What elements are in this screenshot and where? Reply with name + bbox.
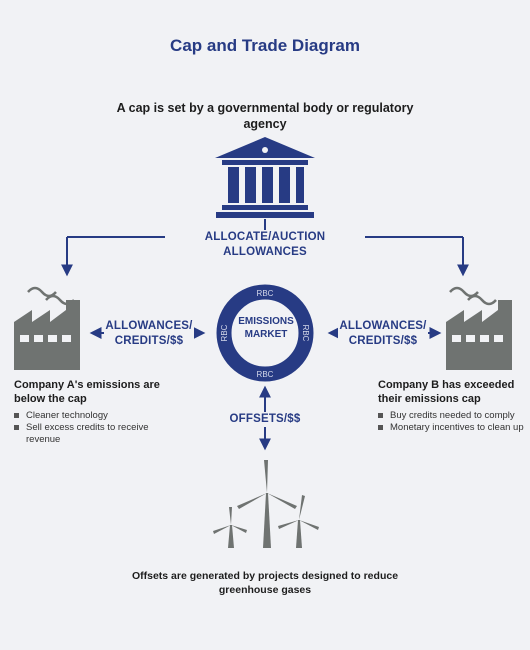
ring-label-top: RBC <box>257 289 274 298</box>
factory-icon <box>14 286 80 370</box>
company-b-panel: Company B has exceeded their emissions c… <box>378 378 528 434</box>
right-exchange-label: ALLOWANCES/ CREDITS/$$ <box>338 319 428 349</box>
list-item: Cleaner technology <box>14 410 164 422</box>
company-b-title: Company B has exceeded their emissions c… <box>378 379 515 405</box>
offsets-label: OFFSETS/$$ <box>215 412 315 427</box>
company-a-panel: Company A's emissions are below the cap … <box>14 378 164 446</box>
ring-label-left: RBC <box>220 324 229 341</box>
ring-label-bottom: RBC <box>257 370 274 379</box>
page-title: Cap and Trade Diagram <box>170 36 360 55</box>
offsets-description: Offsets are generated by projects design… <box>131 570 399 596</box>
company-a-title: Company A's emissions are below the cap <box>14 379 160 405</box>
company-a-bullets: Cleaner technology Sell excess credits t… <box>14 410 164 446</box>
ring-label-right: RBC <box>301 325 310 342</box>
list-item: Monetary incentives to clean up <box>378 422 528 434</box>
allocate-label: ALLOCATE/AUCTION ALLOWANCES <box>165 230 365 260</box>
cap-description: A cap is set by a governmental body or r… <box>116 101 414 131</box>
government-building-icon <box>215 137 315 218</box>
emissions-market-label: EMISSIONS MARKET <box>238 316 294 340</box>
list-item: Buy credits needed to comply <box>378 410 528 422</box>
list-item: Sell excess credits to receive revenue <box>14 422 164 446</box>
emissions-market-ring: RBC RBC RBC RBC <box>216 284 314 382</box>
factory-icon <box>446 286 512 370</box>
company-b-bullets: Buy credits needed to comply Monetary in… <box>378 410 528 434</box>
left-exchange-label: ALLOWANCES/ CREDITS/$$ <box>104 319 194 349</box>
wind-turbine-icon <box>213 460 319 548</box>
